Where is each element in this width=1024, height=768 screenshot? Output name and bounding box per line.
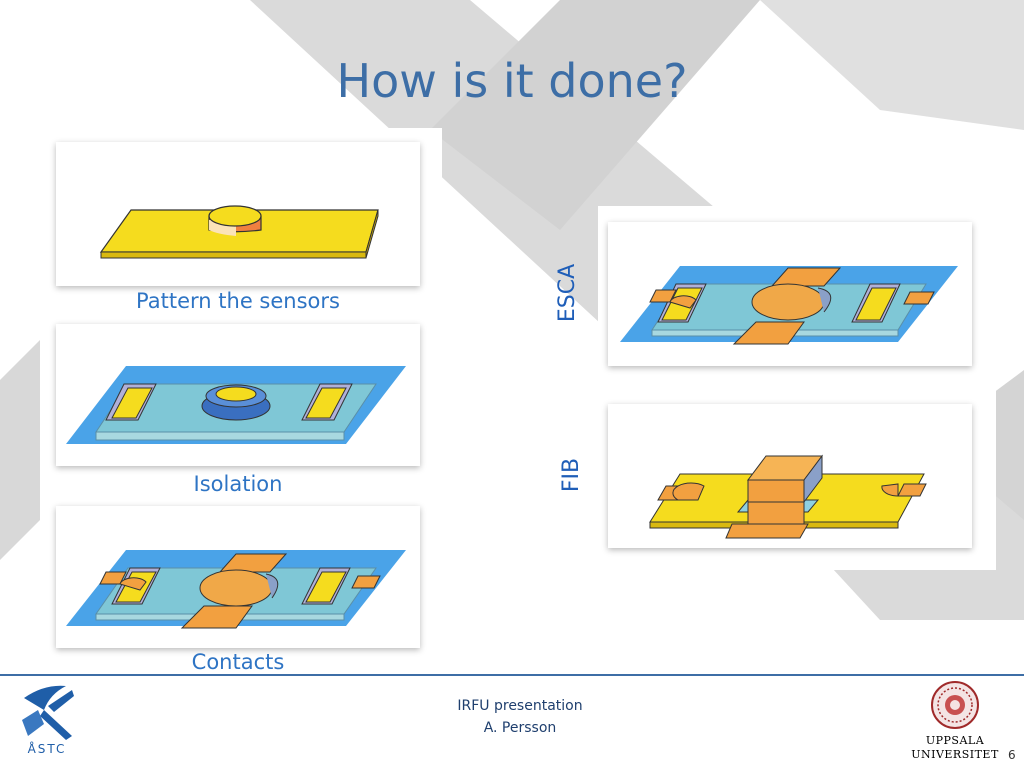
page-number: 6 [1008,748,1016,762]
step-caption-contacts: Contacts [191,650,285,674]
uppsala-seal-icon [930,680,980,730]
esca-diagram [608,222,972,366]
step-caption-pattern: Pattern the sensors [136,289,340,313]
step-caption-isolation: Isolation [193,472,283,496]
fib-diagram [608,404,972,548]
astc-logo: ÅSTC [14,680,80,760]
footer-presentation: IRFU presentation [457,698,583,714]
footer-divider [0,674,1024,676]
contacts-diagram [56,506,420,648]
astc-logo-text: ÅSTC [27,742,67,756]
university-name-line1: UPPSALA [925,734,985,747]
university-name-line2: UNIVERSITET [911,748,999,761]
method-label-fib: FIB [559,457,584,493]
footer-author: A. Persson [483,720,557,736]
method-label-esca: ESCA [555,263,580,323]
pattern-sensors-diagram [56,142,420,286]
slide-title: How is it done? [336,54,688,108]
isolation-diagram [56,324,420,466]
